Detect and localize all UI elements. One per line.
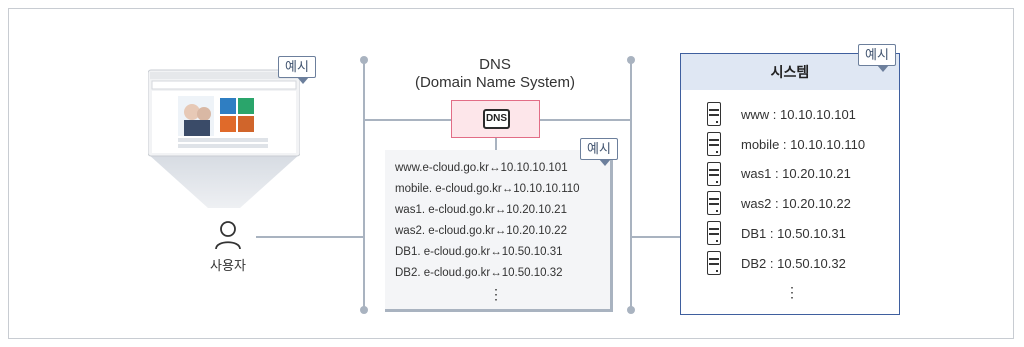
server-label: was1 : 10.20.10.21 <box>741 166 851 181</box>
dns-record: DB1. e-cloud.go.kr↔10.50.10.31 <box>395 246 563 258</box>
user-label: 사용자 <box>210 258 246 273</box>
dns-icon: DNS <box>483 109 510 129</box>
server-icon <box>707 251 721 275</box>
server-icon <box>707 191 721 215</box>
server-label: mobile : 10.10.10.110 <box>741 137 866 152</box>
system-ellipsis: ⋮ <box>785 284 799 300</box>
connector-dot <box>627 56 635 64</box>
dns-box-left-line <box>364 119 451 121</box>
example-tag-user: 예시 <box>278 56 316 84</box>
example-tag-dns: 예시 <box>580 138 618 166</box>
server-label: www : 10.10.10.101 <box>741 107 856 122</box>
dns-records-panel: www.e-cloud.go.kr↔10.10.10.101 mobile. e… <box>385 150 613 312</box>
dns-record: www.e-cloud.go.kr↔10.10.10.101 <box>395 162 568 174</box>
dns-record: was2. e-cloud.go.kr↔10.20.10.22 <box>395 225 567 237</box>
dns-title: DNS <box>479 56 511 73</box>
dns-record: DB2. e-cloud.go.kr↔10.50.10.32 <box>395 267 563 279</box>
system-title: 시스템 <box>681 54 899 90</box>
user-to-dns-line <box>256 236 364 238</box>
dns-record: was1. e-cloud.go.kr↔10.20.10.21 <box>395 204 567 216</box>
dns-subtitle: (Domain Name System) <box>414 74 576 91</box>
connector-dot <box>627 306 635 314</box>
server-label: was2 : 10.20.10.22 <box>741 196 851 211</box>
server-icon <box>707 102 721 126</box>
server-label: DB2 : 10.50.10.32 <box>741 256 846 271</box>
server-label: DB1 : 10.50.10.31 <box>741 226 846 241</box>
dns-right-vertical-line <box>630 60 632 312</box>
connector-dot <box>360 56 368 64</box>
dns-records-ellipsis: ⋮ <box>489 286 503 302</box>
monitor-icon <box>147 69 301 208</box>
example-tag-system: 예시 <box>858 44 896 72</box>
server-icon <box>707 132 721 156</box>
dns-title-block: DNS (Domain Name System) <box>390 56 600 92</box>
system-box: 시스템 www : 10.10.10.101 mobile : 10.10.10… <box>680 53 900 315</box>
server-icon <box>707 221 721 245</box>
dns-box-right-line <box>540 119 630 121</box>
monitor-illustration <box>147 68 301 208</box>
connector-dot <box>360 306 368 314</box>
dns-record: mobile. e-cloud.go.kr↔10.10.10.110 <box>395 183 580 195</box>
dns-box-down-line <box>495 138 497 150</box>
dns-to-system-line <box>631 236 680 238</box>
dns-left-vertical-line <box>363 60 365 312</box>
user-icon <box>214 220 242 250</box>
dns-box: DNS <box>451 100 540 138</box>
server-icon <box>707 162 721 186</box>
